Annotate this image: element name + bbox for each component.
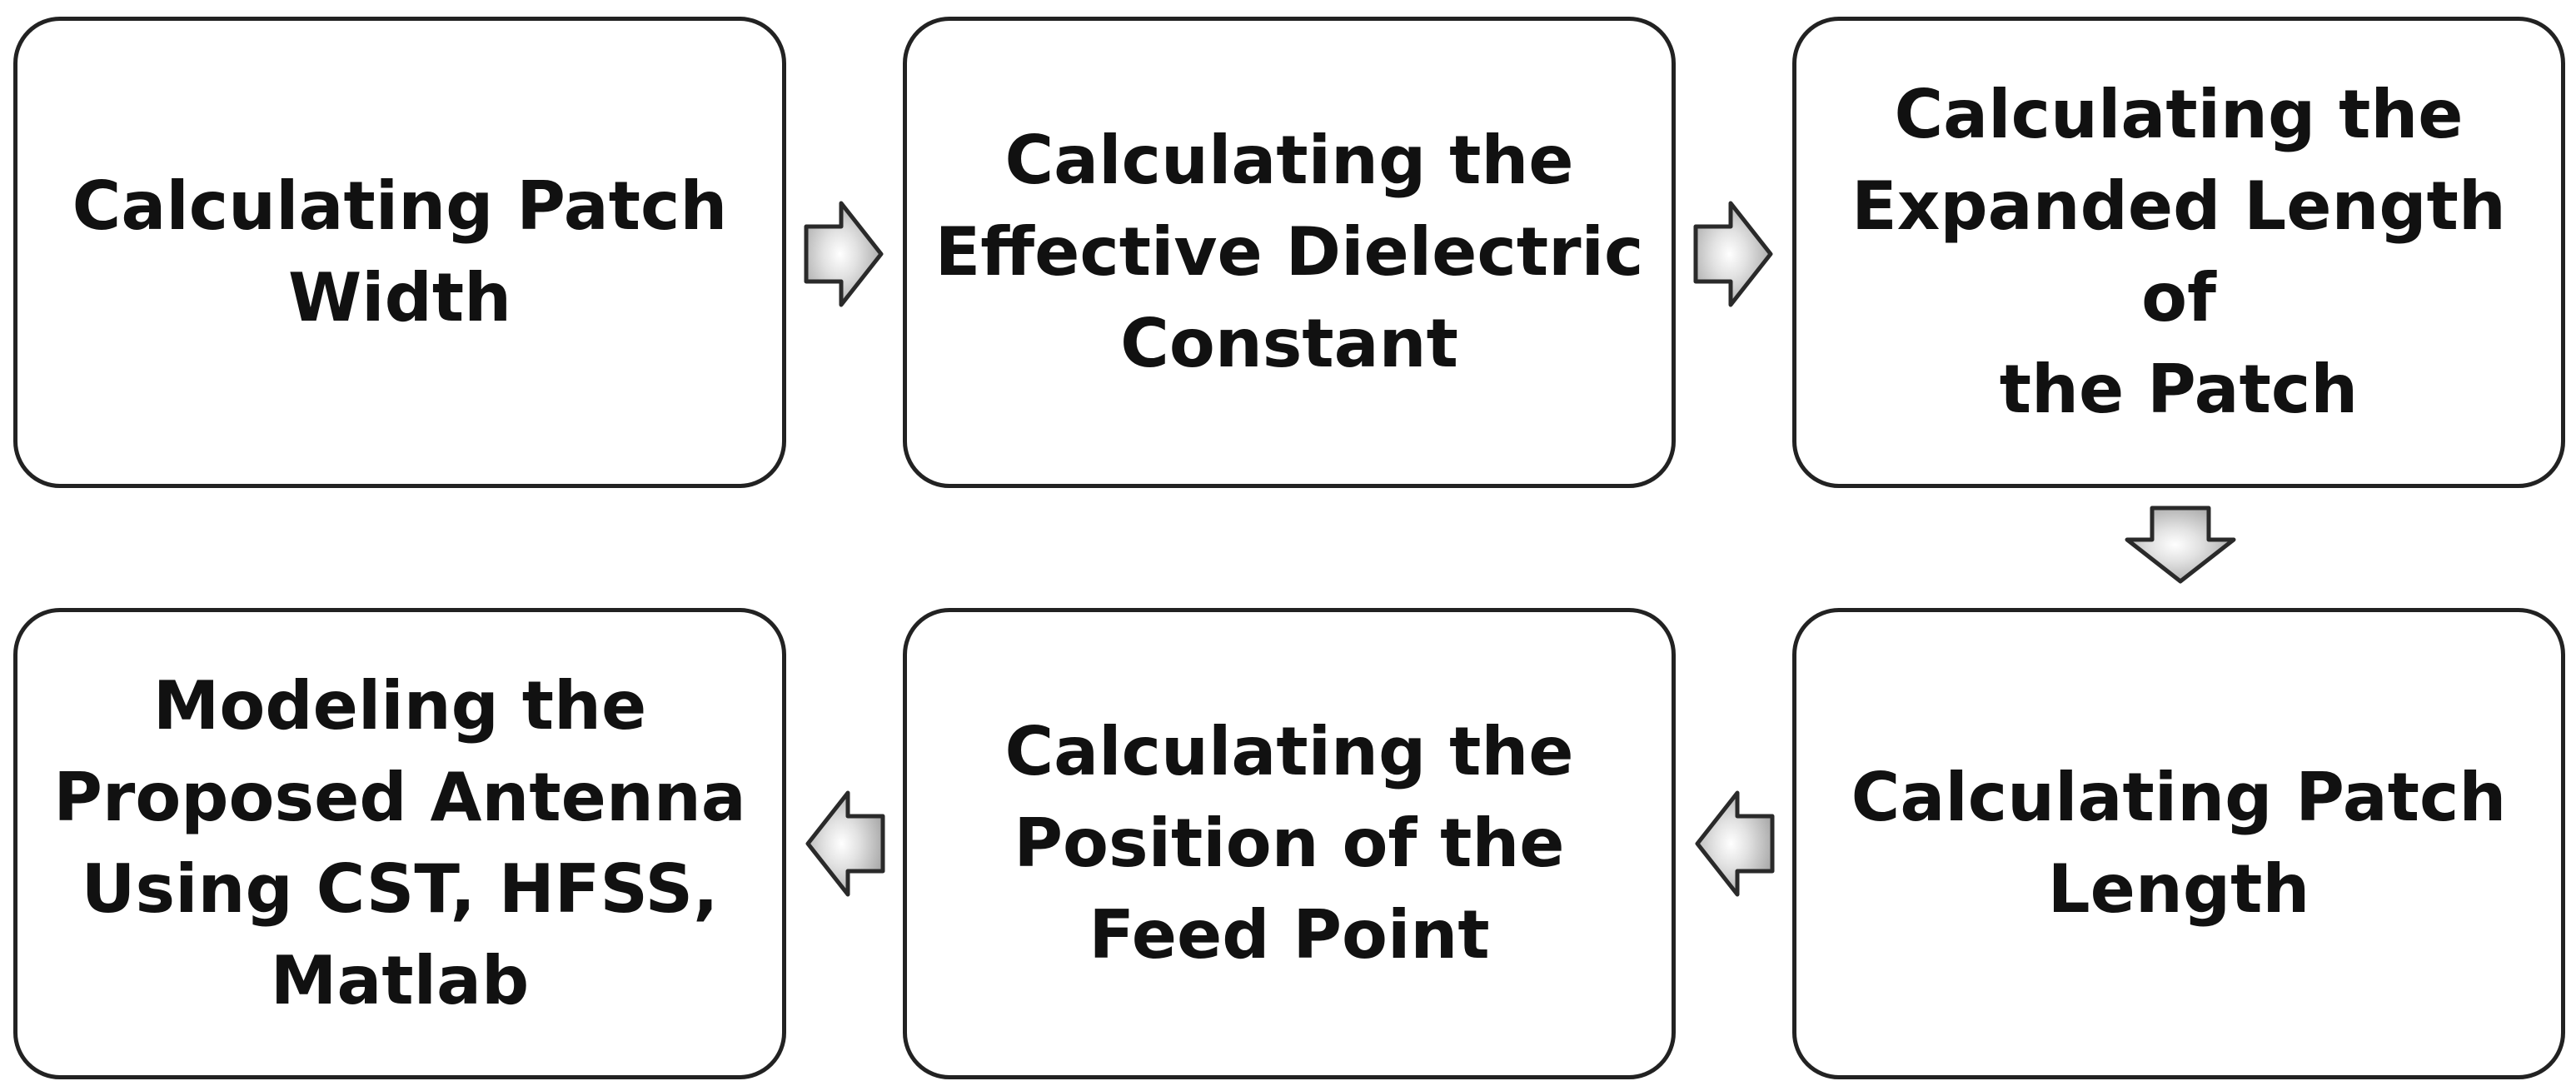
- step-box-calculating-patch-length: Calculating Patch Length: [1792, 608, 2565, 1079]
- arrow-left-icon: [1695, 790, 1775, 897]
- step-box-modeling-antenna: Modeling the Proposed Antenna Using CST,…: [13, 608, 786, 1079]
- step-label: Calculating the Effective Dielectric Con…: [934, 122, 1644, 382]
- arrow-right-icon: [1693, 201, 1773, 307]
- step-box-effective-dielectric-constant: Calculating the Effective Dielectric Con…: [903, 17, 1676, 488]
- step-box-calculating-patch-width: Calculating Patch Width: [13, 17, 786, 488]
- arrow-left-icon: [805, 790, 885, 897]
- step-label: Calculating Patch Width: [72, 167, 728, 336]
- arrow-down-icon: [2125, 506, 2236, 584]
- step-box-feed-point-position: Calculating the Position of the Feed Poi…: [903, 608, 1676, 1079]
- step-label: Calculating the Position of the Feed Poi…: [1004, 713, 1574, 974]
- step-box-expanded-length: Calculating the Expanded Length of the P…: [1792, 17, 2565, 488]
- step-label: Modeling the Proposed Antenna Using CST,…: [53, 667, 746, 1019]
- step-label: Calculating Patch Length: [1851, 759, 2507, 928]
- step-label: Calculating the Expanded Length of the P…: [1851, 76, 2506, 428]
- arrow-right-icon: [804, 201, 884, 307]
